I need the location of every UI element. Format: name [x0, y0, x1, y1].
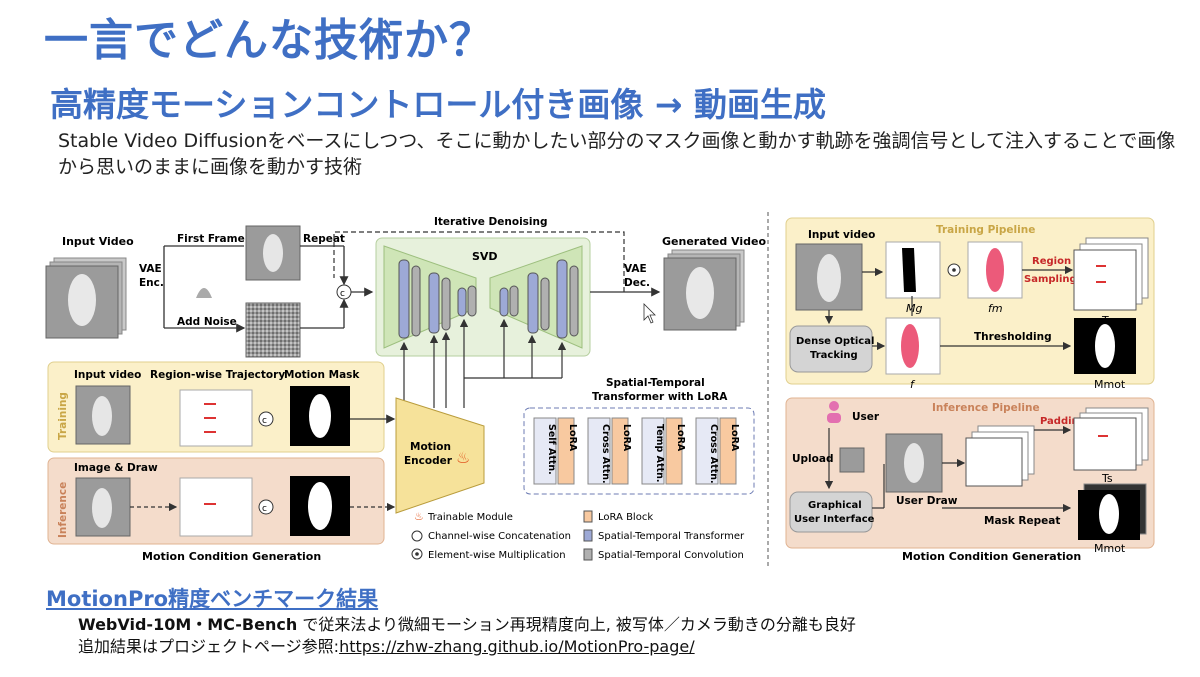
st-transformer-label-2: Transformer with LoRA — [592, 391, 728, 403]
benchmark-datasets: WebVid-10M・MC-Bench — [78, 615, 298, 634]
fm-label: fm — [988, 302, 1003, 315]
generated-video-label: Generated Video — [662, 235, 766, 248]
benchmark-title: MotionPro精度ベンチマーク結果 — [46, 587, 379, 611]
legend-lora: LoRA Block — [598, 512, 653, 523]
first-frame-label: First Frame — [177, 233, 245, 245]
motion-encoder-label-1: Motion — [410, 441, 451, 453]
input-video-label: Input Video — [62, 235, 134, 248]
benchmark-summary: で従来法より微細モーション再現精度向上, 被写体／カメラ動きの分離も良好 — [297, 615, 856, 634]
mmot2-label: Mmot — [1094, 542, 1126, 555]
region-traj-label: Region-wise Trajectory — [150, 369, 285, 381]
slide-subtitle: 高精度モーションコントロール付き画像 → 動画生成 — [50, 85, 826, 124]
motion-encoder — [395, 397, 485, 514]
svd-unet-bars — [398, 259, 579, 339]
architecture-figure: Input Video VAE Enc. First Frame Repeat … — [44, 208, 1155, 566]
project-page-link[interactable]: https://zhw-zhang.github.io/MotionPro-pa… — [339, 637, 695, 656]
noise-bump — [196, 288, 212, 298]
dense-tracking-label-1: Dense Optical — [796, 336, 874, 347]
mask-repeat-label: Mask Repeat — [984, 515, 1060, 527]
svg-text:c: c — [262, 504, 267, 514]
image-draw-label: Image & Draw — [74, 462, 158, 474]
lora-block — [665, 417, 683, 485]
lora-block — [719, 417, 737, 485]
motion-mask-label: Motion Mask — [284, 369, 360, 381]
attention-block-label: Cross Attn. — [600, 424, 611, 484]
slide-title: 一言でどんな技術か？ — [44, 15, 494, 66]
lora-block-label: LoRA — [729, 424, 740, 452]
attention-block — [587, 417, 611, 485]
vae-dec-label-2: Dec. — [624, 277, 650, 289]
lora-block — [557, 417, 575, 485]
right-caption: Motion Condition Generation — [902, 550, 1081, 563]
region-sampling-label-2: Sampling — [1024, 274, 1077, 285]
legend-st-conv: Spatial-Temporal Convolution — [598, 550, 744, 561]
attention-block — [533, 417, 557, 485]
thresholding-label: Thresholding — [974, 331, 1052, 343]
padding-source-image — [965, 437, 1023, 487]
mouse-cursor — [643, 303, 656, 324]
attention-block — [695, 417, 719, 485]
noise-image — [245, 302, 301, 358]
inference-pipeline-label: Inference Pipeline — [932, 402, 1040, 414]
lora-block — [611, 417, 629, 485]
user-avatar-icon — [829, 401, 839, 411]
generated-video-stack — [663, 249, 745, 331]
benchmark-link-prefix: 追加結果はプロジェクトページ参照: — [78, 637, 340, 656]
lora-block-label: LoRA — [621, 424, 632, 452]
legend-st-transformer: Spatial-Temporal Transformer — [598, 531, 745, 542]
benchmark-line-2: 追加結果はプロジェクトページ参照:https://zhw-zhang.githu… — [78, 633, 695, 657]
legend: ♨ Trainable Module LoRA Block Channel-wi… — [411, 510, 745, 561]
mmot-label: Mmot — [1094, 378, 1126, 391]
iterative-denoising-loop — [333, 231, 625, 292]
gui-label-1: Graphical — [808, 500, 862, 511]
user-label: User — [852, 411, 880, 423]
legend-trainable: Trainable Module — [427, 512, 513, 523]
dense-tracking-box — [789, 325, 873, 373]
input-video-stack — [45, 257, 127, 339]
legend-mult: Element-wise Multiplication — [428, 550, 566, 561]
region-sampling-label-1: Region — [1032, 256, 1071, 267]
vae-enc-label-2: Enc. — [139, 277, 164, 289]
ts2-label: Ts — [1101, 472, 1113, 485]
upload-label: Upload — [792, 453, 833, 465]
repeat-label: Repeat — [303, 233, 345, 245]
attention-block-label: Cross Attn. — [708, 424, 719, 484]
st-transformer-label-1: Spatial-Temporal — [606, 377, 705, 389]
benchmark-line-1: WebVid-10M・MC-Bench で従来法より微細モーション再現精度向上,… — [78, 611, 856, 635]
lora-block-label: LoRA — [675, 424, 686, 452]
right-input-video-label: Input video — [808, 229, 875, 241]
ts-image — [1073, 249, 1137, 311]
attention-block-label: Self Attn. — [546, 424, 557, 475]
legend-concat: Channel-wise Concatenation — [428, 531, 571, 542]
svd-label: SVD — [472, 250, 498, 263]
attention-block-label: Temp Attn. — [654, 424, 665, 482]
vae-dec-label-1: VAE — [624, 263, 647, 275]
svg-text:c: c — [262, 416, 267, 426]
attention-block — [641, 417, 665, 485]
trainable-flame-icon: ♨ — [456, 448, 470, 467]
training-label: Training — [57, 392, 69, 440]
motion-encoder-label-2: Encoder — [404, 455, 453, 467]
f-label: f — [910, 378, 916, 391]
st-transformer-blocks: Self Attn. LoRA Cross Attn. LoRA Temp Attn. L… — [533, 417, 740, 485]
slide-description: Stable Video Diffusionをベースにしつつ、そこに動かしたい部… — [58, 130, 1176, 178]
injection-arrows — [399, 318, 567, 408]
svg-text:c: c — [340, 289, 345, 299]
inference-label: Inference — [57, 482, 69, 538]
training-input-label: Input video — [74, 369, 141, 381]
ts2-image — [1073, 417, 1137, 471]
add-noise-label: Add Noise — [177, 316, 237, 328]
legend-flame-icon: ♨ — [414, 510, 424, 523]
vae-enc-label-1: VAE — [139, 263, 162, 275]
lora-block-label: LoRA — [567, 424, 578, 452]
gui-box — [789, 491, 873, 533]
left-caption: Motion Condition Generation — [142, 550, 321, 563]
iterative-denoising-label: Iterative Denoising — [434, 216, 548, 228]
dense-tracking-label-2: Tracking — [810, 350, 858, 361]
gui-label-2: User Interface — [794, 514, 875, 525]
padding-label: Padding — [1040, 416, 1086, 427]
user-draw-label: User Draw — [896, 495, 958, 507]
training-pipeline-label: Training Pipeline — [936, 224, 1035, 236]
mg-label: Mg — [906, 302, 922, 315]
